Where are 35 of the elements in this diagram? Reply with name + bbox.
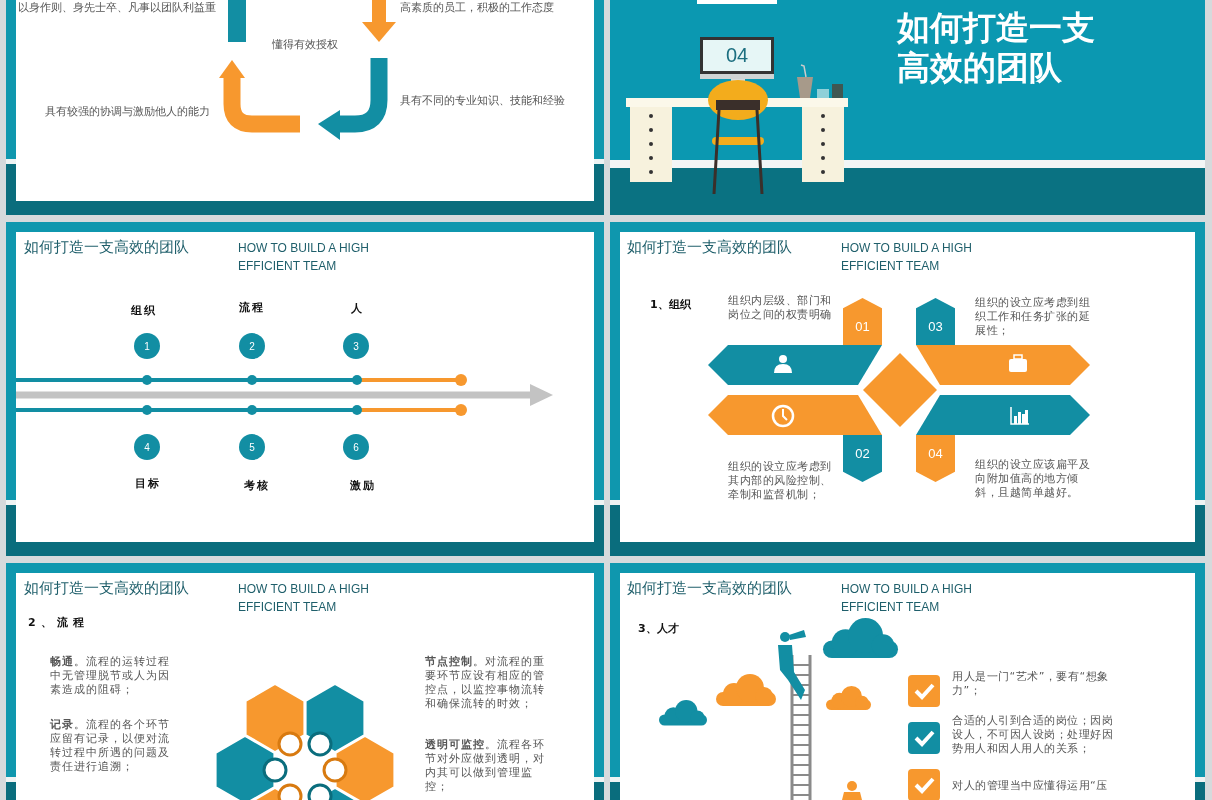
step-label: 考核 [244, 479, 271, 493]
slide-title: 如何打造一支高效的团队 [627, 238, 793, 256]
body-text: 节点控制。对流程的重要环节应设有相应的管控点，以监控事物流转和确保流转的时效； [425, 655, 546, 711]
body-text: 组织内层级、部门和岗位之间的权责明确 [728, 294, 833, 322]
monitor-screen: 04 [700, 37, 774, 74]
section-heading: 2、流程 [28, 616, 90, 630]
step-label: 目标 [135, 477, 162, 491]
slide-subtitle: HOW TO BUILD A HIGH EFFICIENT TEAM [841, 240, 973, 275]
slide-subtitle: HOW TO BUILD A HIGH EFFICIENT TEAM [238, 581, 370, 616]
section-heading: 3、人才 [638, 622, 680, 636]
body-text: 组织的设立应考虑到组织工作和任务扩张的延展性； [975, 296, 1091, 338]
body-text: 具有较强的协调与激励他人的能力 [45, 105, 211, 119]
body-text: 对人的管理当中应懂得运用“压 [952, 779, 1109, 793]
slide-subtitle: HOW TO BUILD A HIGH EFFICIENT TEAM [238, 240, 370, 275]
body-text: 懂得有效授权 [272, 38, 339, 52]
step-label: 组织 [131, 304, 158, 318]
section-heading: 1、组织 [650, 298, 692, 312]
body-text: 畅通。流程的运转过程中无管理脱节或人为因素造成的阻碍； [50, 655, 171, 697]
step-label: 人 [351, 302, 365, 316]
slide-title: 如何打造一支高效的团队 [24, 579, 190, 597]
body-text: 组织的设立应该扁平及向附加值高的地方倾斜，且越简单越好。 [975, 458, 1091, 500]
body-text: 具有不同的专业知识、技能和经验 [400, 94, 566, 108]
slide-title: 如何打造一支高效的团队 [897, 8, 1096, 88]
body-text: 用人是一门“艺术”，要有“想象力”； [952, 670, 1110, 698]
body-text: 合适的人引到合适的岗位；因岗设人，不可因人设岗；处理好因势用人和因人用人的关系； [952, 714, 1114, 756]
slide-title: 如何打造一支高效的团队 [627, 579, 793, 597]
slide-title: 如何打造一支高效的团队 [24, 238, 190, 256]
slide-subtitle: HOW TO BUILD A HIGH EFFICIENT TEAM [841, 581, 973, 616]
body-text: 以身作则、身先士卒、凡事以团队利益重 [18, 1, 217, 15]
body-text: 透明可监控。流程各环节对外应做到透明，对内其可以做到管理监控； [425, 738, 546, 794]
body-text: 组织的设立应考虑到其内部的风险控制、牵制和监督机制； [728, 460, 833, 502]
step-label: 流程 [239, 301, 266, 315]
step-label: 激励 [350, 479, 377, 493]
body-text: 高素质的员工，积极的工作态度 [400, 1, 555, 15]
body-text: 记录。流程的各个环节应留有记录，以便对流转过程中所遇的问题及责任进行追溯； [50, 718, 171, 774]
